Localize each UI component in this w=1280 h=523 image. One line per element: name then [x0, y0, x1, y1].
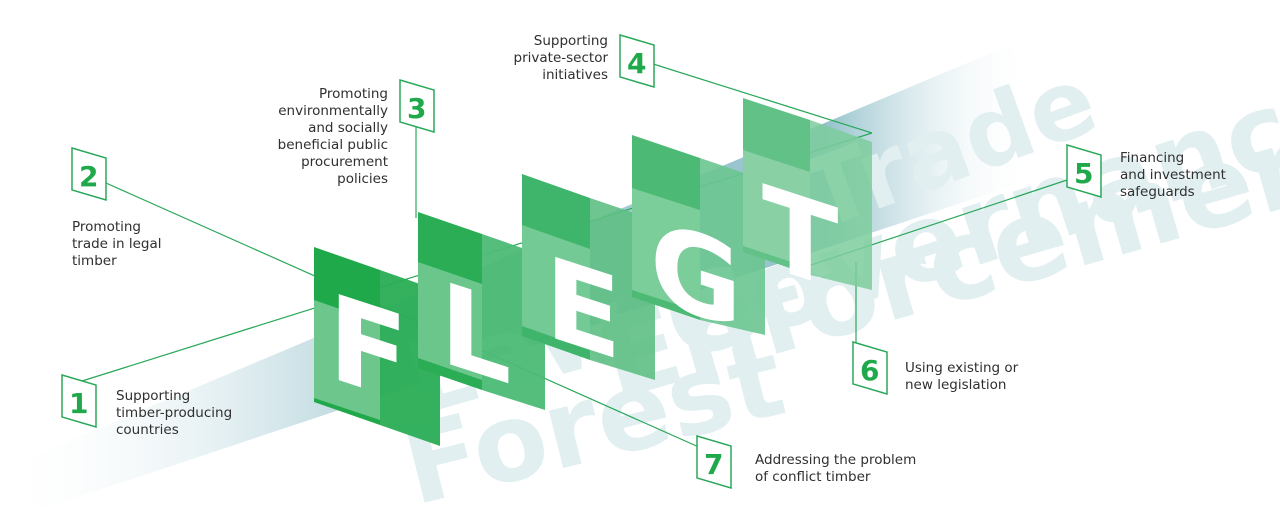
- marker-6: 6: [852, 340, 888, 396]
- label-1: Supporting timber-producing countries: [116, 388, 233, 438]
- marker-5-number: 5: [1074, 157, 1093, 190]
- panel-letter-f: F: [328, 267, 409, 431]
- marker-4: 4: [619, 33, 655, 89]
- panel-t-face: [743, 150, 810, 268]
- label-4: Supporting private-sector initiatives: [513, 33, 608, 83]
- label-5: Financing and investment safeguards: [1120, 150, 1226, 200]
- panel-e-face: [522, 225, 590, 350]
- panel-letter-l: L: [440, 258, 511, 412]
- marker-2: 2: [71, 146, 107, 202]
- panel-letter-e: E: [545, 232, 622, 387]
- number-markers: 1 2 3 4 5 6 7: [61, 33, 1102, 490]
- label-2: Promoting trade in legal timber: [72, 219, 162, 269]
- panel-group: [314, 98, 872, 446]
- panel-t-front: [810, 120, 872, 290]
- panel-letter-t: T: [762, 161, 838, 316]
- marker-5: 5: [1066, 143, 1102, 199]
- leader-line-4: [649, 62, 873, 134]
- marker-4-number: 4: [627, 47, 646, 80]
- panel-l-face: [418, 262, 482, 380]
- panel-letters: F L E G T: [328, 161, 838, 431]
- marker-3: 3: [399, 78, 435, 134]
- panel-letter-g: G: [650, 196, 742, 356]
- marker-7: 7: [696, 434, 732, 490]
- label-6: Using existing or new legislation: [905, 360, 1019, 393]
- marker-1: 1: [61, 373, 97, 429]
- marker-7-number: 7: [704, 448, 723, 481]
- label-3: Promoting environmentally and socially b…: [277, 86, 388, 187]
- marker-1-number: 1: [69, 387, 88, 420]
- marker-6-number: 6: [860, 354, 879, 387]
- label-7: Addressing the problem of conflict timbe…: [755, 452, 917, 485]
- marker-3-number: 3: [407, 92, 426, 125]
- panel-f-face: [314, 300, 380, 420]
- panel-g-face: [632, 188, 700, 312]
- marker-2-number: 2: [79, 160, 98, 193]
